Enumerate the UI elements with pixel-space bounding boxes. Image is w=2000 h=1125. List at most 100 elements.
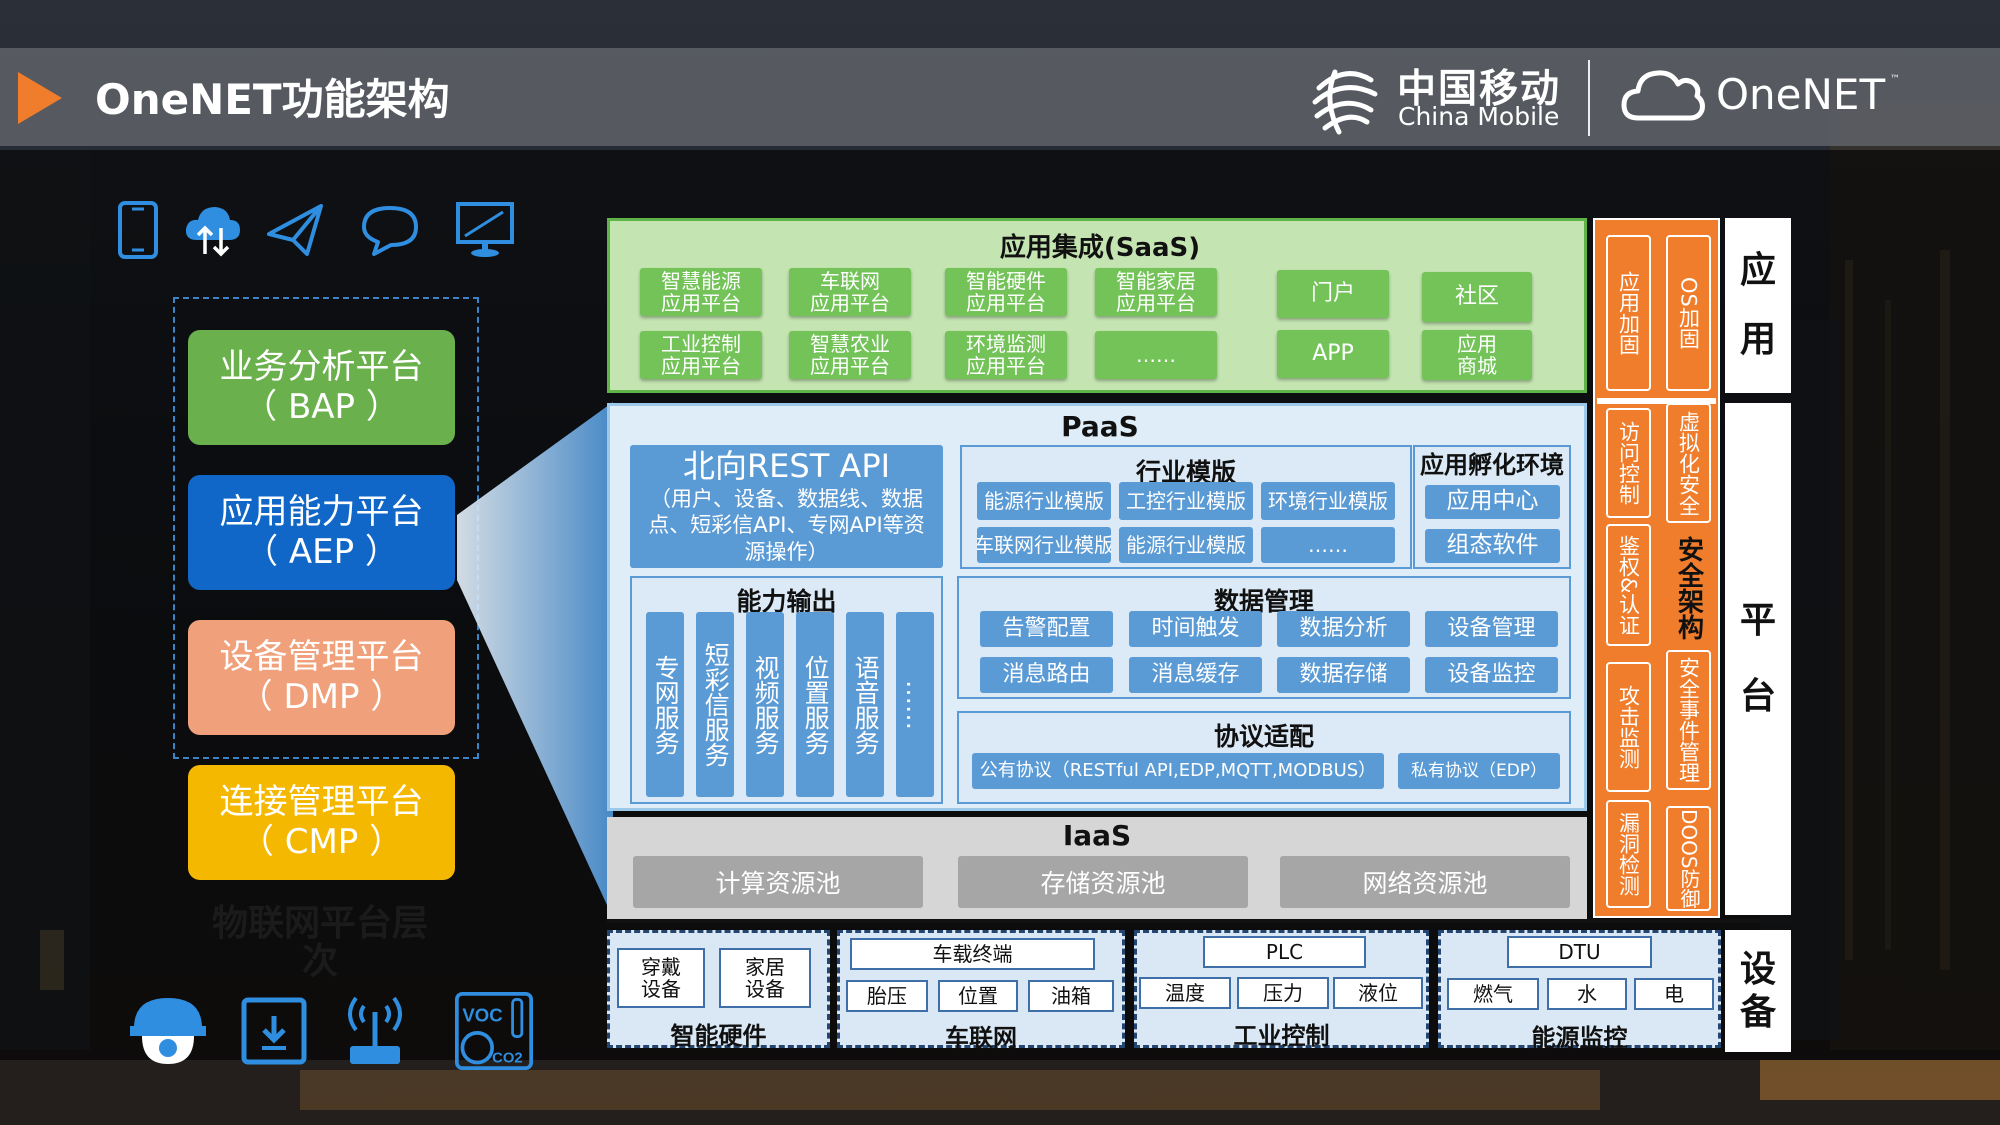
device-button[interactable]: 油箱 [1028, 980, 1114, 1012]
data-management-button[interactable]: 数据分析 [1277, 611, 1410, 647]
security-item-button[interactable]: DOOS防御 [1666, 806, 1711, 911]
title-bar [0, 48, 2000, 146]
resource-pool-button[interactable]: 计算资源池 [633, 856, 923, 908]
saas-platform-button[interactable]: 智能家居应用平台 [1095, 268, 1217, 316]
app-store-button[interactable]: 应用商城 [1422, 330, 1532, 380]
logo-divider [1588, 60, 1590, 136]
device-top-button[interactable]: PLC [1203, 936, 1366, 968]
industry-template-button[interactable]: 能源行业模版 [1119, 527, 1253, 563]
device-group-label: 工业控制 [1233, 1022, 1330, 1050]
device-button[interactable]: 水 [1547, 978, 1627, 1010]
private-protocol-button[interactable]: 私有协议（EDP） [1398, 753, 1560, 789]
smart-socket-icon [241, 997, 307, 1065]
security-item-button[interactable]: 漏洞检测 [1606, 800, 1651, 908]
paper-plane-icon [267, 204, 323, 256]
industry-template-button[interactable]: …… [1261, 527, 1395, 563]
device-button[interactable]: 电 [1634, 978, 1714, 1010]
device-button[interactable]: 穿戴设备 [617, 948, 705, 1008]
china-mobile-zh: 中国移动 [1397, 67, 1562, 112]
layer-device: 设 备 [1725, 930, 1791, 1052]
security-item-button[interactable]: 安全事件管理 [1666, 650, 1711, 790]
device-button[interactable]: 液位 [1333, 977, 1423, 1009]
saas-platform-button[interactable]: 工业控制应用平台 [640, 331, 762, 379]
incubation-title: 应用孵化环境 [1420, 451, 1564, 479]
capability-service-column[interactable]: 短彩信服务 [696, 612, 734, 797]
protocol-adaptation-title: 协议适配 [1213, 722, 1314, 751]
platform-abbr: （ AEP ） [244, 531, 399, 572]
data-management-button[interactable]: 设备管理 [1425, 611, 1558, 647]
saas-title: 应用集成(SaaS) [999, 233, 1201, 263]
device-top-button[interactable]: 车载终端 [850, 938, 1095, 970]
svg-text:VOC: VOC [462, 1005, 502, 1026]
capability-output-title: 能力输出 [736, 587, 837, 616]
phone-icon [118, 201, 158, 259]
onenet-cloud-icon [1621, 70, 1705, 121]
device-group-label: 车联网 [945, 1024, 1017, 1052]
resource-pool-button[interactable]: 存储资源池 [958, 856, 1248, 908]
platform-card[interactable]: 设备管理平台（ DMP ） [188, 620, 455, 735]
device-group-label: 智能硬件 [670, 1022, 767, 1050]
device-button[interactable]: 位置 [938, 980, 1018, 1012]
platform-card[interactable]: 应用能力平台（ AEP ） [188, 475, 455, 590]
device-button[interactable]: 家居设备 [719, 948, 811, 1008]
data-management-button[interactable]: 设备监控 [1425, 657, 1558, 693]
voc-co2-sensor-icon: VOC CO2 [455, 992, 533, 1070]
trademark: ™ [1890, 74, 1900, 85]
device-button[interactable]: 燃气 [1447, 978, 1539, 1010]
app-center-button[interactable]: 应用中心 [1425, 485, 1560, 519]
onenet-logo-text: OneNET [1716, 70, 1886, 119]
device-button[interactable]: 压力 [1237, 977, 1329, 1009]
saas-platform-button[interactable]: 车联网应用平台 [789, 268, 911, 316]
industry-template-button[interactable]: 环境行业模版 [1261, 482, 1395, 520]
data-management-button[interactable]: 数据存储 [1277, 657, 1410, 693]
platform-abbr: （ CMP ） [239, 821, 404, 862]
security-item-button[interactable]: 攻击监测 [1606, 662, 1651, 792]
resource-pool-button[interactable]: 网络资源池 [1280, 856, 1570, 908]
saas-platform-button[interactable]: …… [1095, 331, 1217, 379]
layer-separator [607, 919, 1791, 923]
industry-template-button[interactable]: 能源行业模版 [977, 482, 1111, 520]
data-management-button[interactable]: 告警配置 [980, 611, 1113, 647]
layer-app: 应 用 [1725, 218, 1791, 393]
platform-abbr: （ DMP ） [238, 676, 405, 717]
app-button[interactable]: APP [1277, 330, 1389, 378]
community-button[interactable]: 社区 [1422, 272, 1532, 322]
capability-service-column[interactable]: 位置服务 [796, 612, 834, 797]
platform-name: 应用能力平台 [219, 492, 424, 533]
os-hardening-button[interactable]: OS加固 [1666, 235, 1711, 391]
data-management-button[interactable]: 消息缓存 [1129, 657, 1262, 693]
industry-template-button[interactable]: 车联网行业模版 [977, 527, 1111, 563]
public-protocol-button[interactable]: 公有协议（RESTful API,EDP,MQTT,MODBUS） [972, 753, 1384, 789]
capability-service-column[interactable]: 视频服务 [746, 612, 784, 797]
saas-platform-button[interactable]: 智慧农业应用平台 [789, 331, 911, 379]
platform-abbr: （ BAP ） [243, 386, 400, 427]
device-top-button[interactable]: DTU [1507, 936, 1652, 968]
saas-platform-button[interactable]: 智能硬件应用平台 [945, 268, 1067, 316]
configuration-software-button[interactable]: 组态软件 [1425, 529, 1560, 563]
platform-card[interactable]: 连接管理平台（ CMP ） [188, 765, 455, 880]
portal-button[interactable]: 门户 [1277, 270, 1389, 318]
rest-api-title: 北向REST API [682, 447, 891, 485]
saas-platform-button[interactable]: 环境监测应用平台 [945, 331, 1067, 379]
layer-device-char-2: 备 [1739, 992, 1776, 1033]
capability-service-column[interactable]: 语音服务 [846, 612, 884, 797]
data-management-button[interactable]: 时间触发 [1129, 611, 1262, 647]
page-title: OneNET功能架构 [95, 75, 450, 124]
capability-service-column[interactable]: 专网服务 [646, 612, 684, 797]
industry-template-button[interactable]: 工控行业模版 [1119, 482, 1253, 520]
security-item-button[interactable]: 访问控制 [1606, 408, 1651, 518]
device-button[interactable]: 温度 [1139, 977, 1231, 1009]
saas-platform-button[interactable]: 智慧能源应用平台 [640, 268, 762, 316]
security-item-button[interactable]: 鉴权&认证 [1606, 524, 1651, 646]
data-management-button[interactable]: 消息路由 [980, 657, 1113, 693]
platform-card[interactable]: 业务分析平台（ BAP ） [188, 330, 455, 445]
china-mobile-en: China Mobile [1398, 102, 1560, 131]
app-hardening-button[interactable]: 应用加固 [1606, 235, 1651, 391]
device-group-label: 能源监控 [1531, 1024, 1628, 1052]
security-item-button[interactable]: 虚拟化安全 [1666, 403, 1711, 523]
device-button[interactable]: 胎压 [846, 980, 928, 1012]
paas-title: PaaS [1061, 410, 1139, 443]
title-arrow-icon [18, 72, 62, 124]
layer-platform-char-2: 台 [1739, 676, 1776, 717]
capability-service-column[interactable]: …… [896, 612, 934, 797]
